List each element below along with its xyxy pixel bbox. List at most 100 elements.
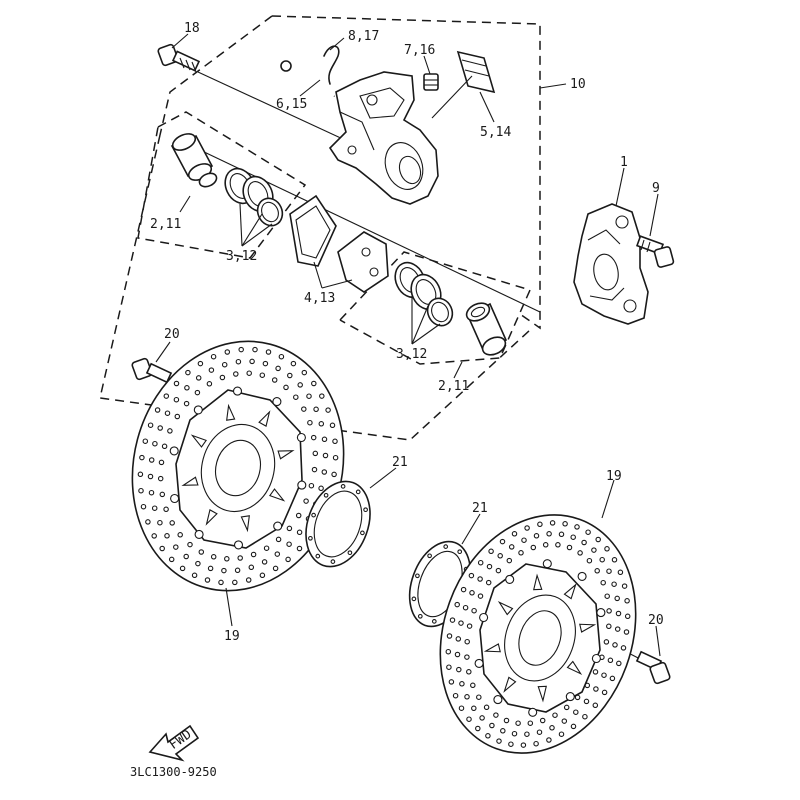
vent-hole [455,636,462,642]
callout-3-12-lower: 3,12 [396,347,427,362]
caliper-body-exploded [328,71,439,205]
vent-hole [469,590,475,596]
vent-hole [167,428,173,434]
vent-hole [511,730,518,737]
vent-hole [148,489,155,496]
vent-hole [611,581,617,587]
vent-hole [500,728,506,734]
spacer-hole [363,507,368,513]
vent-hole [594,568,600,574]
vent-hole [137,471,144,478]
vent-hole [615,610,622,617]
vent-hole [301,406,307,412]
vent-hole [486,563,493,570]
vent-hole [614,595,620,602]
vent-hole [157,475,164,482]
vent-hole [325,407,331,413]
vent-hole [497,553,503,559]
vent-hole [614,626,621,632]
callout-2-11-lower: 2,11 [438,379,469,394]
vent-hole [161,443,168,450]
rivet [542,559,552,569]
vent-hole [530,544,537,551]
carrier-slot [269,488,286,502]
vent-hole [577,550,583,556]
vent-hole [224,556,230,562]
callout-19-left: 19 [224,629,240,644]
vent-hole [278,353,285,360]
vent-hole [524,731,530,737]
vent-hole [208,367,215,373]
spacer-hole [315,553,321,559]
vent-hole [533,740,539,747]
carrier-slot [566,660,583,676]
callout-20-upper: 20 [164,327,180,342]
carrier-slot [190,434,207,448]
vent-hole [293,394,299,400]
vent-hole [274,551,281,557]
vent-hole [520,742,527,748]
vent-hole [604,546,610,552]
vent-hole [287,372,293,379]
vent-hole [139,454,145,461]
vent-hole [508,544,515,550]
vent-hole [206,381,213,387]
vent-hole [583,698,590,705]
vent-hole [458,705,465,711]
spacer-hole [443,544,449,549]
vent-hole [452,692,459,699]
spacer-hole [347,550,353,556]
vent-hole [248,564,255,571]
disc-19-upper-carrier-slots [181,403,295,533]
rivet [272,397,282,407]
rivet [505,574,515,584]
carrier-slot [503,676,517,693]
vent-hole [177,532,183,538]
vent-hole [617,569,624,576]
vent-hole [303,498,309,504]
vent-hole [224,349,231,355]
vent-hole [493,712,499,718]
vent-hole [468,572,475,579]
carrier-slot [533,573,543,591]
callout-1: 1 [620,155,628,170]
carrier-slot [205,509,218,526]
vent-hole [521,537,527,543]
vent-hole [295,512,302,519]
spacer-hole [415,573,420,579]
vent-hole [261,559,268,565]
vent-hole [183,400,190,407]
vent-hole [157,519,163,526]
vent-hole [607,657,614,664]
rivet [169,446,179,456]
vent-hole [518,550,524,556]
rivet [474,658,484,668]
spacer-hole [411,596,417,602]
vent-hole [623,629,630,635]
vent-hole [174,413,181,420]
rivet [596,608,606,618]
vent-hole [164,533,170,539]
vent-hole [245,577,252,583]
vent-hole [524,525,530,531]
brake-disc-19-lower [439,514,637,754]
vent-hole [246,370,252,376]
vent-hole [471,607,477,614]
vent-hole [459,681,465,687]
vent-hole [318,485,324,492]
vent-hole [238,346,244,353]
vent-hole [140,503,147,510]
spacer-21-left-bolt-holes [308,484,368,564]
vent-hole [159,491,166,498]
vent-hole [259,372,266,378]
vent-hole [275,365,281,372]
vent-hole [179,565,186,572]
vent-hole [454,651,461,658]
vent-hole [606,608,612,614]
vent-hole [462,604,469,611]
vent-hole [466,623,473,629]
vent-hole [454,601,460,608]
vent-hole [483,704,490,711]
vent-hole [173,380,180,387]
